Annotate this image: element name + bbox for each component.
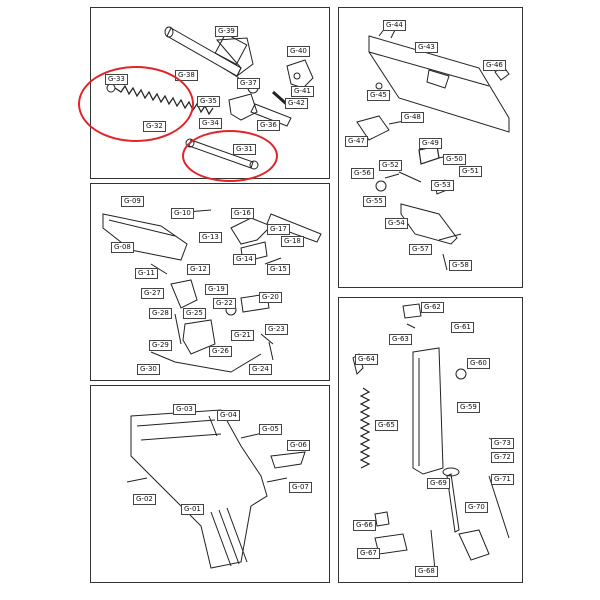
part-label: G-64 [355, 354, 378, 365]
part-label: G-29 [149, 340, 172, 351]
part-label: G-17 [267, 224, 290, 235]
part-label: G-61 [451, 322, 474, 333]
part-label: G-26 [209, 346, 232, 357]
part-label: G-46 [483, 60, 506, 71]
part-label: G-45 [367, 90, 390, 101]
part-label: G-50 [443, 154, 466, 165]
part-label: G-41 [291, 86, 314, 97]
part-label: G-35 [197, 96, 220, 107]
panel-frame: G-03 G-04 G-05 G-06 G-07 G-02 G-01 [90, 385, 330, 583]
part-label: G-69 [427, 478, 450, 489]
part-label: G-42 [285, 98, 308, 109]
part-label: G-60 [467, 358, 490, 369]
part-label: G-06 [287, 440, 310, 451]
part-label: G-10 [171, 208, 194, 219]
part-label: G-43 [415, 42, 438, 53]
part-label: G-14 [233, 254, 256, 265]
part-label: G-18 [281, 236, 304, 247]
panel-magazine-group: G-62 G-61 G-63 G-64 G-60 G-59 G-65 G-73 … [338, 297, 523, 583]
panel-slide-group: G-44 G-43 G-46 G-45 G-48 G-47 G-49 G-50 … [338, 7, 523, 288]
part-label: G-20 [259, 292, 282, 303]
part-label: G-59 [457, 402, 480, 413]
part-label: G-68 [415, 566, 438, 577]
part-label: G-62 [421, 302, 444, 313]
part-label: G-71 [491, 474, 514, 485]
part-label: G-49 [419, 138, 442, 149]
part-label: G-24 [249, 364, 272, 375]
highlight-guide-rod-callout [182, 130, 278, 182]
part-label: G-22 [213, 298, 236, 309]
part-label: G-63 [389, 334, 412, 345]
part-label: G-16 [231, 208, 254, 219]
part-label: G-36 [257, 120, 280, 131]
part-label: G-08 [111, 242, 134, 253]
part-label: G-53 [431, 180, 454, 191]
panel-trigger-group: G-09 G-10 G-16 G-17 G-08 G-13 G-18 G-14 … [90, 183, 330, 381]
part-label: G-25 [183, 308, 206, 319]
part-label: G-27 [141, 288, 164, 299]
part-label: G-21 [231, 330, 254, 341]
part-label: G-23 [265, 324, 288, 335]
trigger-group-drawing [102, 209, 322, 373]
part-label: G-37 [237, 78, 260, 89]
part-label: G-56 [351, 168, 374, 179]
part-label: G-65 [375, 420, 398, 431]
part-label: G-72 [491, 452, 514, 463]
part-label: G-66 [353, 520, 376, 531]
part-label: G-47 [345, 136, 368, 147]
part-label: G-70 [465, 502, 488, 513]
part-label: G-15 [267, 264, 290, 275]
part-label: G-09 [121, 196, 144, 207]
part-label: G-67 [357, 548, 380, 559]
part-label: G-55 [363, 196, 386, 207]
part-label: G-11 [135, 268, 158, 279]
part-label: G-44 [383, 20, 406, 31]
part-label: G-40 [287, 46, 310, 57]
highlight-recoil-spring-callout [78, 66, 194, 142]
part-label: G-12 [187, 264, 210, 275]
part-label: G-58 [449, 260, 472, 271]
part-label: G-54 [385, 218, 408, 229]
part-label: G-01 [181, 504, 204, 515]
part-label: G-52 [379, 160, 402, 171]
part-label: G-04 [217, 410, 240, 421]
part-label: G-51 [459, 166, 482, 177]
part-label: G-30 [137, 364, 160, 375]
part-label: G-07 [289, 482, 312, 493]
part-label: G-34 [199, 118, 222, 129]
part-label: G-39 [215, 26, 238, 37]
part-label: G-57 [409, 244, 432, 255]
part-label: G-13 [199, 232, 222, 243]
frame-drawing [126, 409, 306, 569]
part-label: G-05 [259, 424, 282, 435]
part-label: G-19 [205, 284, 228, 295]
part-label: G-02 [133, 494, 156, 505]
part-label: G-73 [491, 438, 514, 449]
part-label: G-28 [149, 308, 172, 319]
part-label: G-48 [401, 112, 424, 123]
part-label: G-03 [173, 404, 196, 415]
